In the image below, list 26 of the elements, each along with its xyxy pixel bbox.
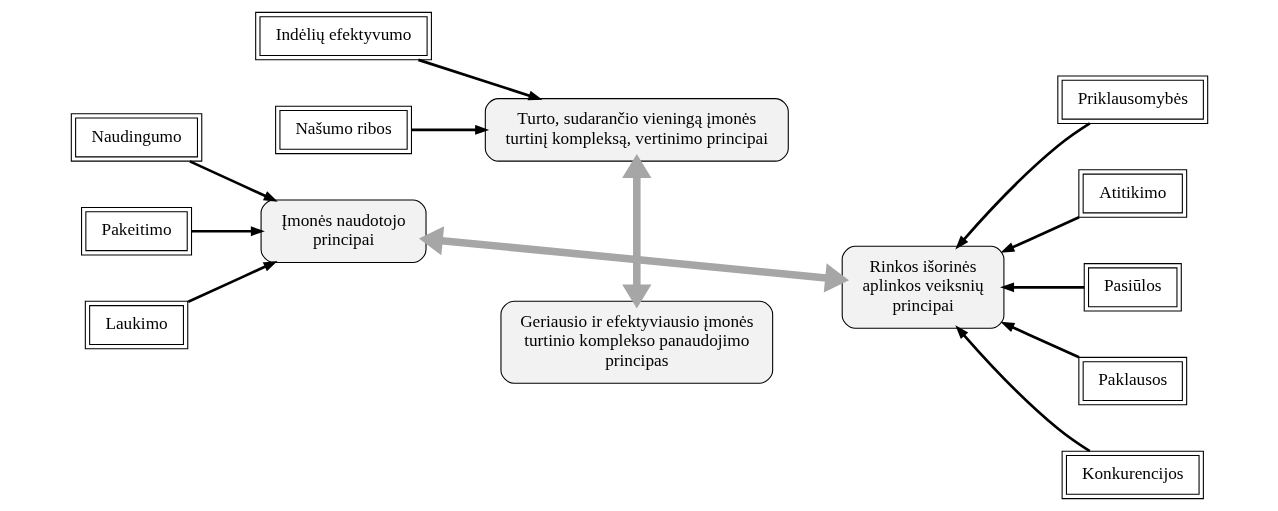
arrow — [621, 154, 651, 309]
node-box: Priklausomybės — [1056, 75, 1208, 124]
node-box: Našumo ribos — [274, 105, 412, 155]
node-box: Laukimo — [84, 300, 188, 350]
node-box: Indėlių efektyvumo — [254, 11, 432, 61]
arrow — [999, 216, 1080, 253]
arrow — [999, 321, 1080, 359]
arrow — [191, 226, 265, 237]
node-box: Pakeitimo — [80, 207, 192, 256]
arrow — [411, 124, 489, 135]
arrow — [954, 122, 1090, 250]
node-box: Paklausos — [1077, 356, 1187, 406]
arrow — [188, 160, 278, 202]
node-box: Įmonės naudotojo principai — [260, 199, 427, 264]
node-box: Atitikimo — [1077, 169, 1187, 218]
node-box: Naudingumo — [70, 113, 202, 162]
node-box: Konkurencijos — [1061, 450, 1204, 500]
arrow — [187, 260, 278, 304]
node-box: Rinkos išorinės aplinkos veiksnių principai — [841, 245, 1004, 329]
node-box: Turto, sudarančio vieningą įmonės turtinį kompleksą, vertinimo principai — [484, 98, 789, 162]
node-box: Pasiūlos — [1083, 263, 1182, 312]
arrow — [418, 226, 849, 293]
arrow — [417, 58, 542, 101]
arrow — [954, 325, 1090, 453]
arrow — [999, 282, 1084, 293]
node-box: Geriausio ir efektyviausio įmonės turtinio komplekso panaudojimo principas — [499, 300, 773, 384]
